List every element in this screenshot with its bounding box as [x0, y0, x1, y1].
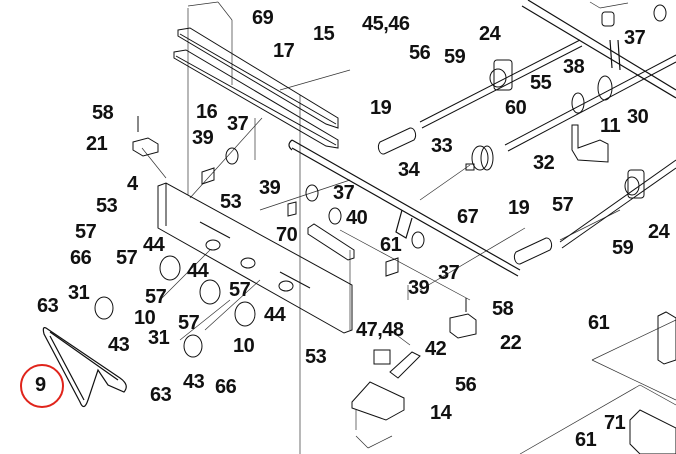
callout-19: 19 [370, 97, 392, 119]
callout-22: 22 [500, 332, 522, 354]
callout-39: 39 [192, 127, 214, 149]
callout-60: 60 [505, 97, 527, 119]
callout-58: 58 [492, 298, 514, 320]
callout-63: 63 [37, 295, 59, 317]
callout-61: 61 [575, 429, 597, 451]
block-22 [449, 298, 477, 339]
callout-37: 37 [227, 113, 249, 135]
callout-61: 61 [380, 234, 402, 256]
shaft-32 [504, 54, 676, 152]
callout-33: 33 [431, 135, 453, 157]
callout-56: 56 [455, 374, 477, 396]
callout-40: 40 [346, 207, 368, 229]
callout-42: 42 [425, 338, 447, 360]
callout-39: 39 [259, 177, 281, 199]
callout-70: 70 [276, 224, 298, 246]
callout-21: 21 [86, 133, 108, 155]
callout-44: 44 [187, 260, 209, 282]
callout-32: 32 [533, 152, 555, 174]
callout-4: 4 [127, 173, 138, 195]
callout-17: 17 [273, 40, 295, 62]
callout-38: 38 [563, 56, 585, 78]
callout-43: 43 [108, 334, 130, 356]
callout-47-48: 47,48 [356, 319, 404, 341]
ball-screw-24a [419, 39, 583, 129]
callout-15: 15 [313, 23, 335, 45]
callout-10: 10 [134, 307, 156, 329]
callout-16: 16 [196, 101, 218, 123]
callout-10: 10 [233, 335, 255, 357]
callout-57: 57 [178, 312, 200, 334]
callout-31: 31 [148, 327, 170, 349]
callout-19: 19 [508, 197, 530, 219]
callout-53: 53 [96, 195, 118, 217]
callout-53: 53 [305, 346, 327, 368]
side-plate-4 [157, 182, 353, 334]
callout-59: 59 [444, 46, 466, 68]
callout-43: 43 [183, 371, 205, 393]
callout-67: 67 [457, 206, 479, 228]
pulley-33 [465, 145, 494, 171]
leader-lines [141, 1, 676, 454]
sensor-bracket-14 [351, 349, 421, 421]
right-frame [629, 311, 676, 454]
rail-16-17 [173, 27, 339, 149]
bracket-11 [571, 124, 609, 163]
callout-44: 44 [264, 304, 286, 326]
block-21 [132, 116, 159, 157]
callout-58: 58 [92, 102, 114, 124]
callout-55: 55 [530, 72, 552, 94]
callout-44: 44 [143, 234, 165, 256]
callout-56: 56 [409, 42, 431, 64]
plate-40 [307, 223, 355, 261]
callout-57: 57 [552, 194, 574, 216]
callout-63: 63 [150, 384, 172, 406]
callout-57: 57 [75, 221, 97, 243]
callout-31: 31 [68, 282, 90, 304]
callout-45-46: 45,46 [362, 13, 410, 35]
callout-66: 66 [215, 376, 237, 398]
callout-66: 66 [70, 247, 92, 269]
pulleys-43 [94, 296, 203, 358]
callout-24: 24 [479, 23, 501, 45]
guide-rollers [201, 4, 667, 277]
callout-37: 37 [438, 262, 460, 284]
callout-53: 53 [220, 191, 242, 213]
callout-24: 24 [648, 221, 670, 243]
callout-71: 71 [604, 412, 626, 434]
roller-19b [514, 237, 552, 265]
callout-57: 57 [116, 247, 138, 269]
roller-19a [378, 127, 416, 155]
callout-34: 34 [398, 159, 420, 181]
callout-57: 57 [145, 286, 167, 308]
ball-screw-24b [559, 159, 676, 249]
callout-37: 37 [333, 182, 355, 204]
callout-61: 61 [588, 312, 610, 334]
callout-69: 69 [252, 7, 274, 29]
callout-14: 14 [430, 402, 452, 424]
callout-30: 30 [627, 106, 649, 128]
pulleys-44 [159, 255, 256, 327]
callout-59: 59 [612, 237, 634, 259]
callout-9: 9 [35, 374, 46, 396]
highlight-circle [20, 364, 64, 408]
callout-57: 57 [229, 279, 251, 301]
callout-39: 39 [408, 277, 430, 299]
callout-11: 11 [600, 115, 621, 137]
belt-9 [42, 327, 127, 408]
callout-37: 37 [624, 27, 646, 49]
